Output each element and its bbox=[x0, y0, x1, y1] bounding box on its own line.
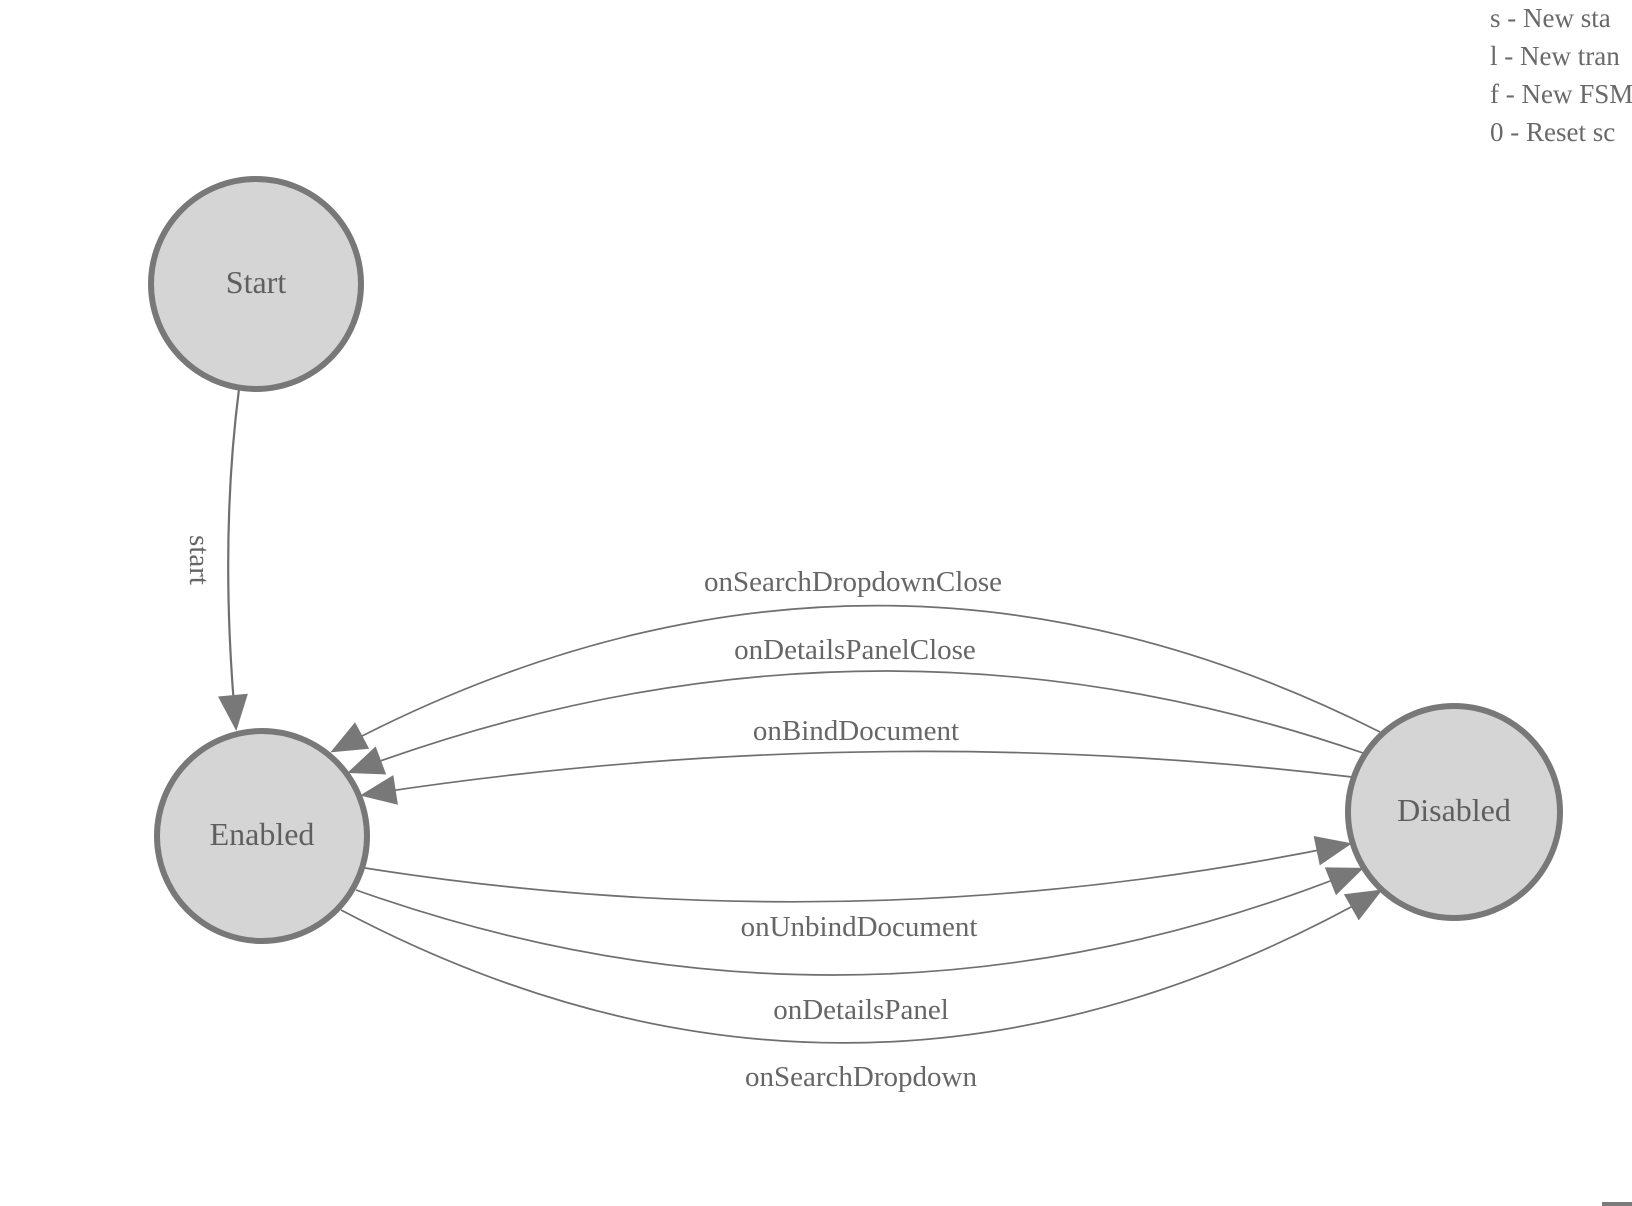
state-label-start: Start bbox=[226, 264, 287, 300]
legend-item-new-state: s - New sta bbox=[1490, 3, 1611, 33]
edge-label-onUnbindDocument: onUnbindDocument bbox=[741, 911, 978, 943]
edge-onSearchDropdown[interactable] bbox=[340, 889, 1383, 1044]
state-circle-enabled[interactable] bbox=[154, 728, 370, 944]
edge-onSearchDropdownClose[interactable] bbox=[330, 604, 1381, 753]
state-label-enabled: Enabled bbox=[210, 816, 315, 852]
canvas-corner-mark bbox=[1602, 1172, 1632, 1206]
shortcuts-legend: s - New sta l - New tran f - New FSM 0 -… bbox=[1490, 0, 1632, 151]
edge-label-onSearchDropdownClose: onSearchDropdownClose bbox=[704, 566, 1002, 598]
state-label-disabled: Disabled bbox=[1397, 792, 1511, 828]
state-node-disabled[interactable]: Disabled bbox=[1345, 703, 1563, 921]
state-node-enabled[interactable]: Enabled bbox=[154, 728, 370, 944]
state-node-start[interactable]: Start bbox=[148, 176, 364, 392]
legend-item-new-transition: l - New tran bbox=[1490, 41, 1620, 71]
edge-onUnbindDocument[interactable] bbox=[364, 836, 1352, 903]
state-circle-start[interactable] bbox=[148, 176, 364, 392]
edge-label-start: start bbox=[183, 535, 215, 585]
edge-label-onDetailsPanelClose: onDetailsPanelClose bbox=[734, 634, 976, 666]
edge-label-onBindDocument: onBindDocument bbox=[753, 715, 959, 747]
edge-onDetailsPanelClose[interactable] bbox=[347, 670, 1364, 775]
edge-onBindDocument[interactable] bbox=[360, 750, 1353, 805]
state-circle-disabled[interactable] bbox=[1345, 703, 1563, 921]
edge-label-onSearchDropdown: onSearchDropdown bbox=[745, 1061, 977, 1093]
legend-item-new-fsm: f - New FSM bbox=[1490, 79, 1632, 109]
edge-start-to-enabled[interactable] bbox=[218, 388, 248, 731]
legend-item-reset: 0 - Reset sc bbox=[1490, 117, 1616, 147]
edge-label-onDetailsPanel: onDetailsPanel bbox=[773, 994, 949, 1026]
edge-onDetailsPanel[interactable] bbox=[355, 867, 1364, 976]
